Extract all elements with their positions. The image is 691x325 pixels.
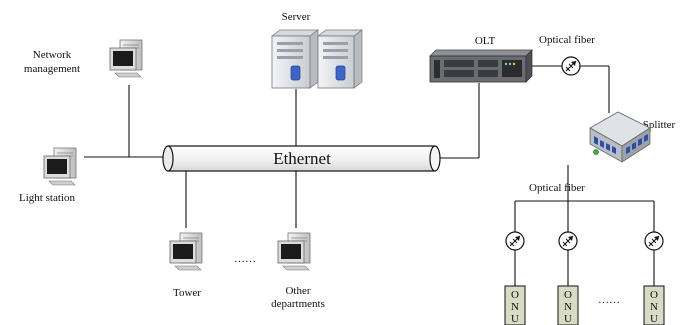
onu2-letter-n: N: [564, 301, 572, 313]
olt-node: OLT: [429, 35, 533, 83]
tower-node: Tower: [169, 232, 203, 299]
other-departments-label-line1: Other: [285, 285, 310, 297]
optical-fiber-top-label: Optical fiber: [539, 34, 595, 46]
other-departments-node: Other departments: [271, 232, 325, 310]
onu2-letter-o: O: [564, 289, 572, 301]
server-icon-left: [270, 29, 320, 89]
onu3-letter-u: U: [650, 313, 658, 325]
optical-coupler-onu2-icon: [558, 231, 578, 251]
onu-branch-1: O N U: [504, 231, 526, 325]
computers-ellipsis: ……: [234, 253, 256, 265]
onu3-letter-o: O: [650, 289, 658, 301]
onu2-letter-u: U: [564, 313, 572, 325]
tower-computer-icon: [169, 232, 203, 271]
network-management-computer-icon: [109, 39, 143, 78]
onu-box-1: [504, 285, 526, 325]
network-management-label-line2: management: [24, 63, 80, 75]
optical-coupler-onu3-icon: [644, 231, 664, 251]
onu1-letter-n: N: [511, 301, 519, 313]
optical-coupler-top-icon: [561, 56, 581, 76]
optical-coupler-onu1-icon: [505, 231, 525, 251]
server-icon-right: [316, 29, 364, 89]
onus-ellipsis: ……: [598, 294, 620, 306]
ethernet-left-cap: [162, 145, 174, 172]
onu-branch-2: O N U: [557, 231, 579, 325]
ethernet-label: Ethernet: [273, 149, 331, 168]
splitter-node: Splitter: [589, 111, 676, 163]
ethernet-bus: Ethernet: [162, 145, 441, 172]
tower-label: Tower: [173, 287, 201, 299]
onu3-letter-n: N: [650, 301, 658, 313]
server-label: Server: [282, 11, 311, 23]
onu1-letter-o: O: [511, 289, 519, 301]
server-node: Server: [270, 11, 364, 89]
optical-fiber-bottom-label: Optical fiber: [529, 182, 585, 194]
light-station-label: Light station: [19, 192, 75, 204]
olt-label: OLT: [475, 35, 496, 47]
ethernet-right-cap: [429, 145, 441, 172]
connection-lines: [84, 65, 655, 286]
onu1-letter-u: U: [511, 313, 519, 325]
onu-branch-3: O N U: [643, 231, 665, 325]
onu-box-2: [557, 285, 579, 325]
light-station-computer-icon: [43, 147, 77, 186]
network-management-label-line1: Network: [33, 49, 72, 61]
other-departments-label-line2: departments: [271, 298, 325, 310]
light-station-node: Light station: [19, 147, 77, 204]
other-departments-computer-icon: [277, 232, 311, 271]
splitter-label: Splitter: [643, 119, 676, 131]
onu-box-3: [643, 285, 665, 325]
network-management-node: Network management: [24, 39, 143, 78]
